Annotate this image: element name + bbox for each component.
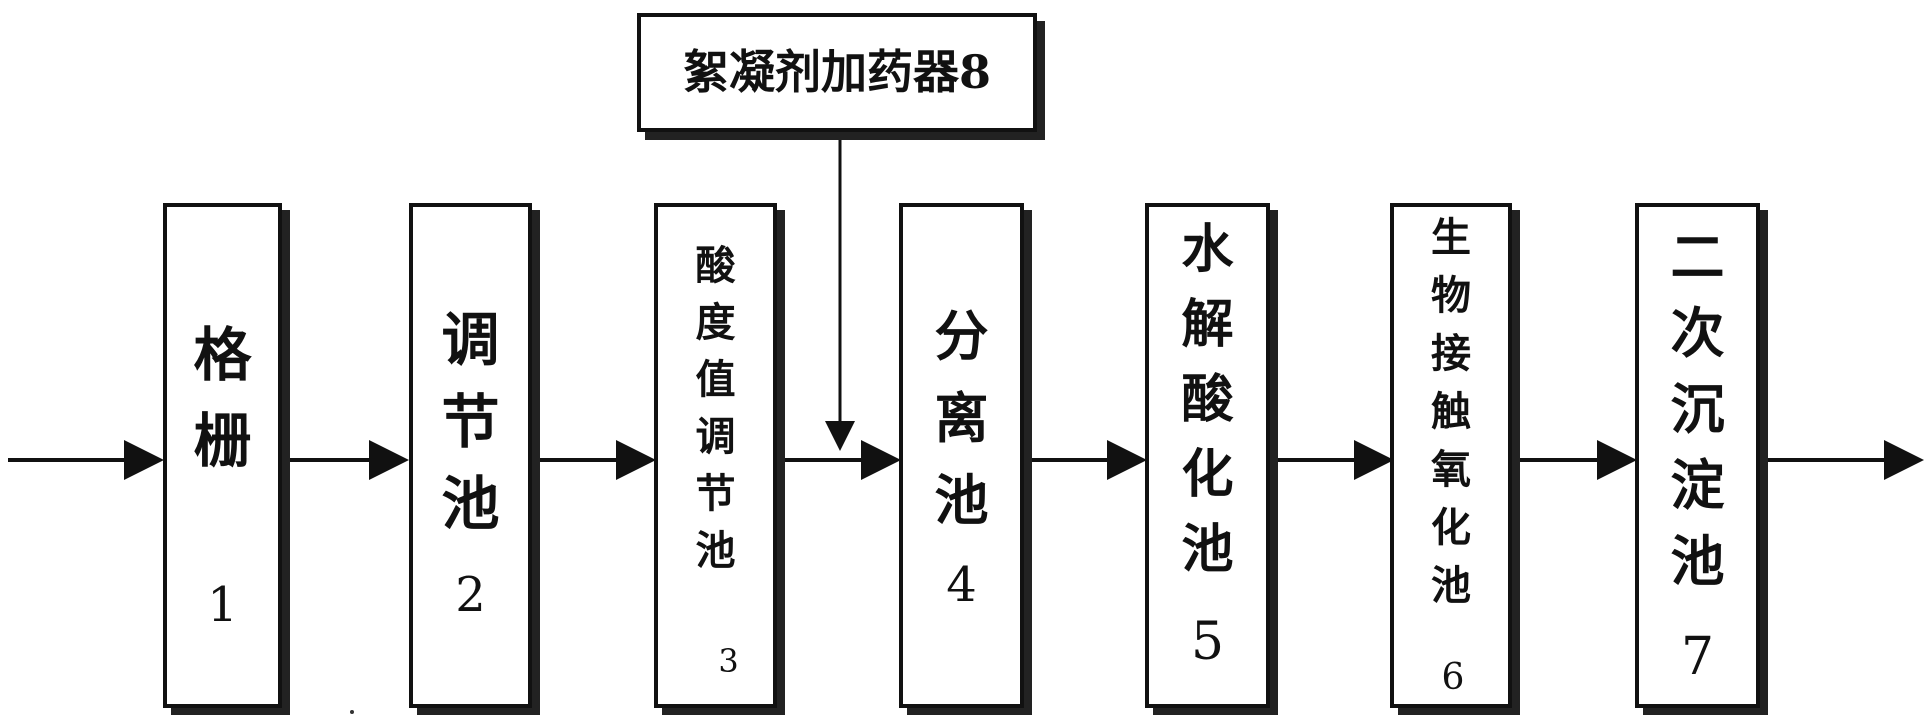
bio-contact-oxidation-tank-box: 生 物 接 触 氧 化 池 6 xyxy=(1390,203,1512,708)
hydrolysis-acidification-tank-box: 水 解 酸 化 池 5 xyxy=(1145,203,1270,708)
bio-contact-oxidation-tank-label: 生 物 接 触 氧 化 池 xyxy=(1431,214,1471,609)
flocculant-dosing-label: 絮凝剂加药器8 xyxy=(682,45,991,99)
secondary-sedimentation-tank-number: 7 xyxy=(1680,627,1715,687)
ph-adjustment-tank-label: 酸 度 值 调 节 池 xyxy=(695,242,736,574)
separation-tank-number: 4 xyxy=(946,557,977,613)
hydrolysis-acidification-tank-label: 水 解 酸 化 池 xyxy=(1181,219,1234,580)
flocculant-dosing-box: 絮凝剂加药器8 xyxy=(637,13,1037,132)
ph-adjustment-tank-number: 3 xyxy=(718,642,739,680)
adjustment-tank-box: 调 节 池 2 xyxy=(409,203,532,708)
adjustment-tank-number: 2 xyxy=(455,567,486,623)
bio-contact-oxidation-tank-number: 6 xyxy=(1441,657,1465,698)
grille-label: 格 栅 xyxy=(193,321,252,475)
grille-box: 格 栅 1 xyxy=(163,203,282,708)
grille-number: 1 xyxy=(207,577,238,633)
separation-tank-label: 分 离 池 xyxy=(934,304,989,532)
secondary-sedimentation-tank-box: 二 次 沉 淀 池 7 xyxy=(1635,203,1760,708)
stray-dot xyxy=(350,710,354,714)
hydrolysis-acidification-tank-number: 5 xyxy=(1190,612,1225,672)
secondary-sedimentation-tank-label: 二 次 沉 淀 池 xyxy=(1670,225,1725,593)
separation-tank-box: 分 离 池 4 xyxy=(899,203,1024,708)
ph-adjustment-tank-box: 酸 度 值 调 节 池 3 xyxy=(654,203,777,708)
adjustment-tank-label: 调 节 池 xyxy=(441,306,500,538)
